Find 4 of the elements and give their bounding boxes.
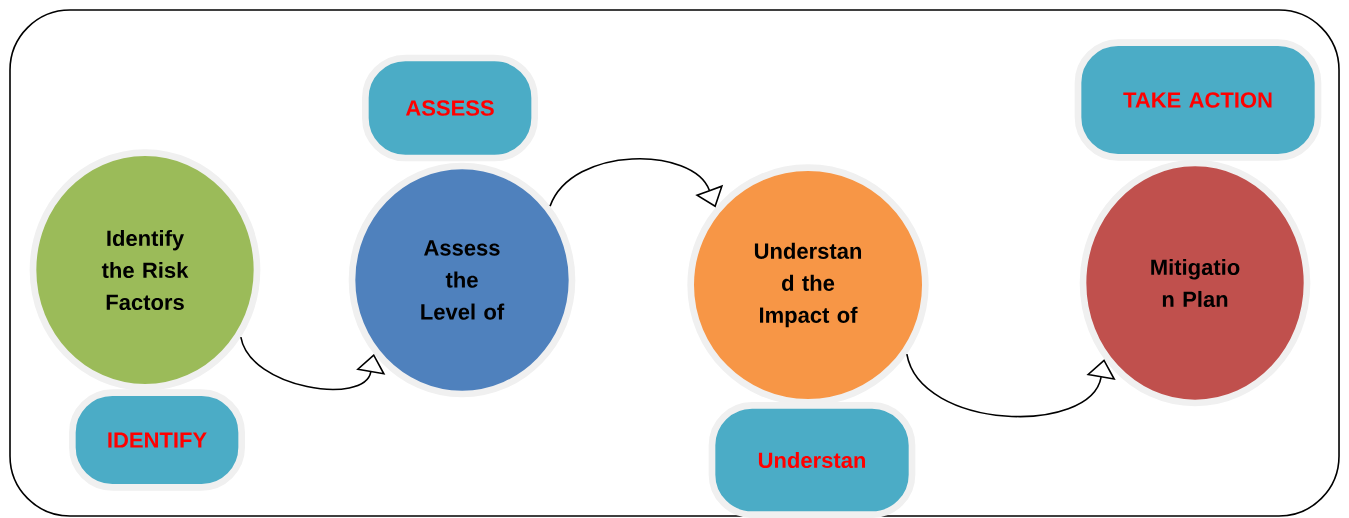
label-pill: TAKE ACTION bbox=[1074, 39, 1322, 161]
label-pill: Understan bbox=[708, 402, 916, 518]
label-pill: ASSESS bbox=[362, 54, 538, 162]
label-pill: IDENTIFY bbox=[69, 389, 245, 491]
